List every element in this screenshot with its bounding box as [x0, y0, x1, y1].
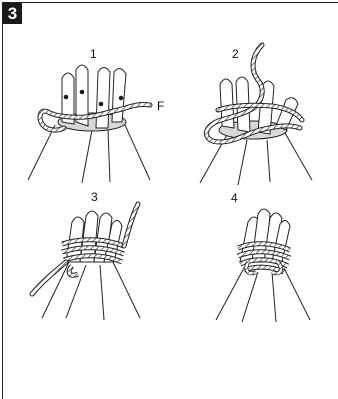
step-3-illustration [32, 204, 140, 320]
step-2-illustration [200, 45, 312, 185]
step-4-illustration [216, 209, 310, 322]
step-1-illustration [28, 65, 150, 183]
